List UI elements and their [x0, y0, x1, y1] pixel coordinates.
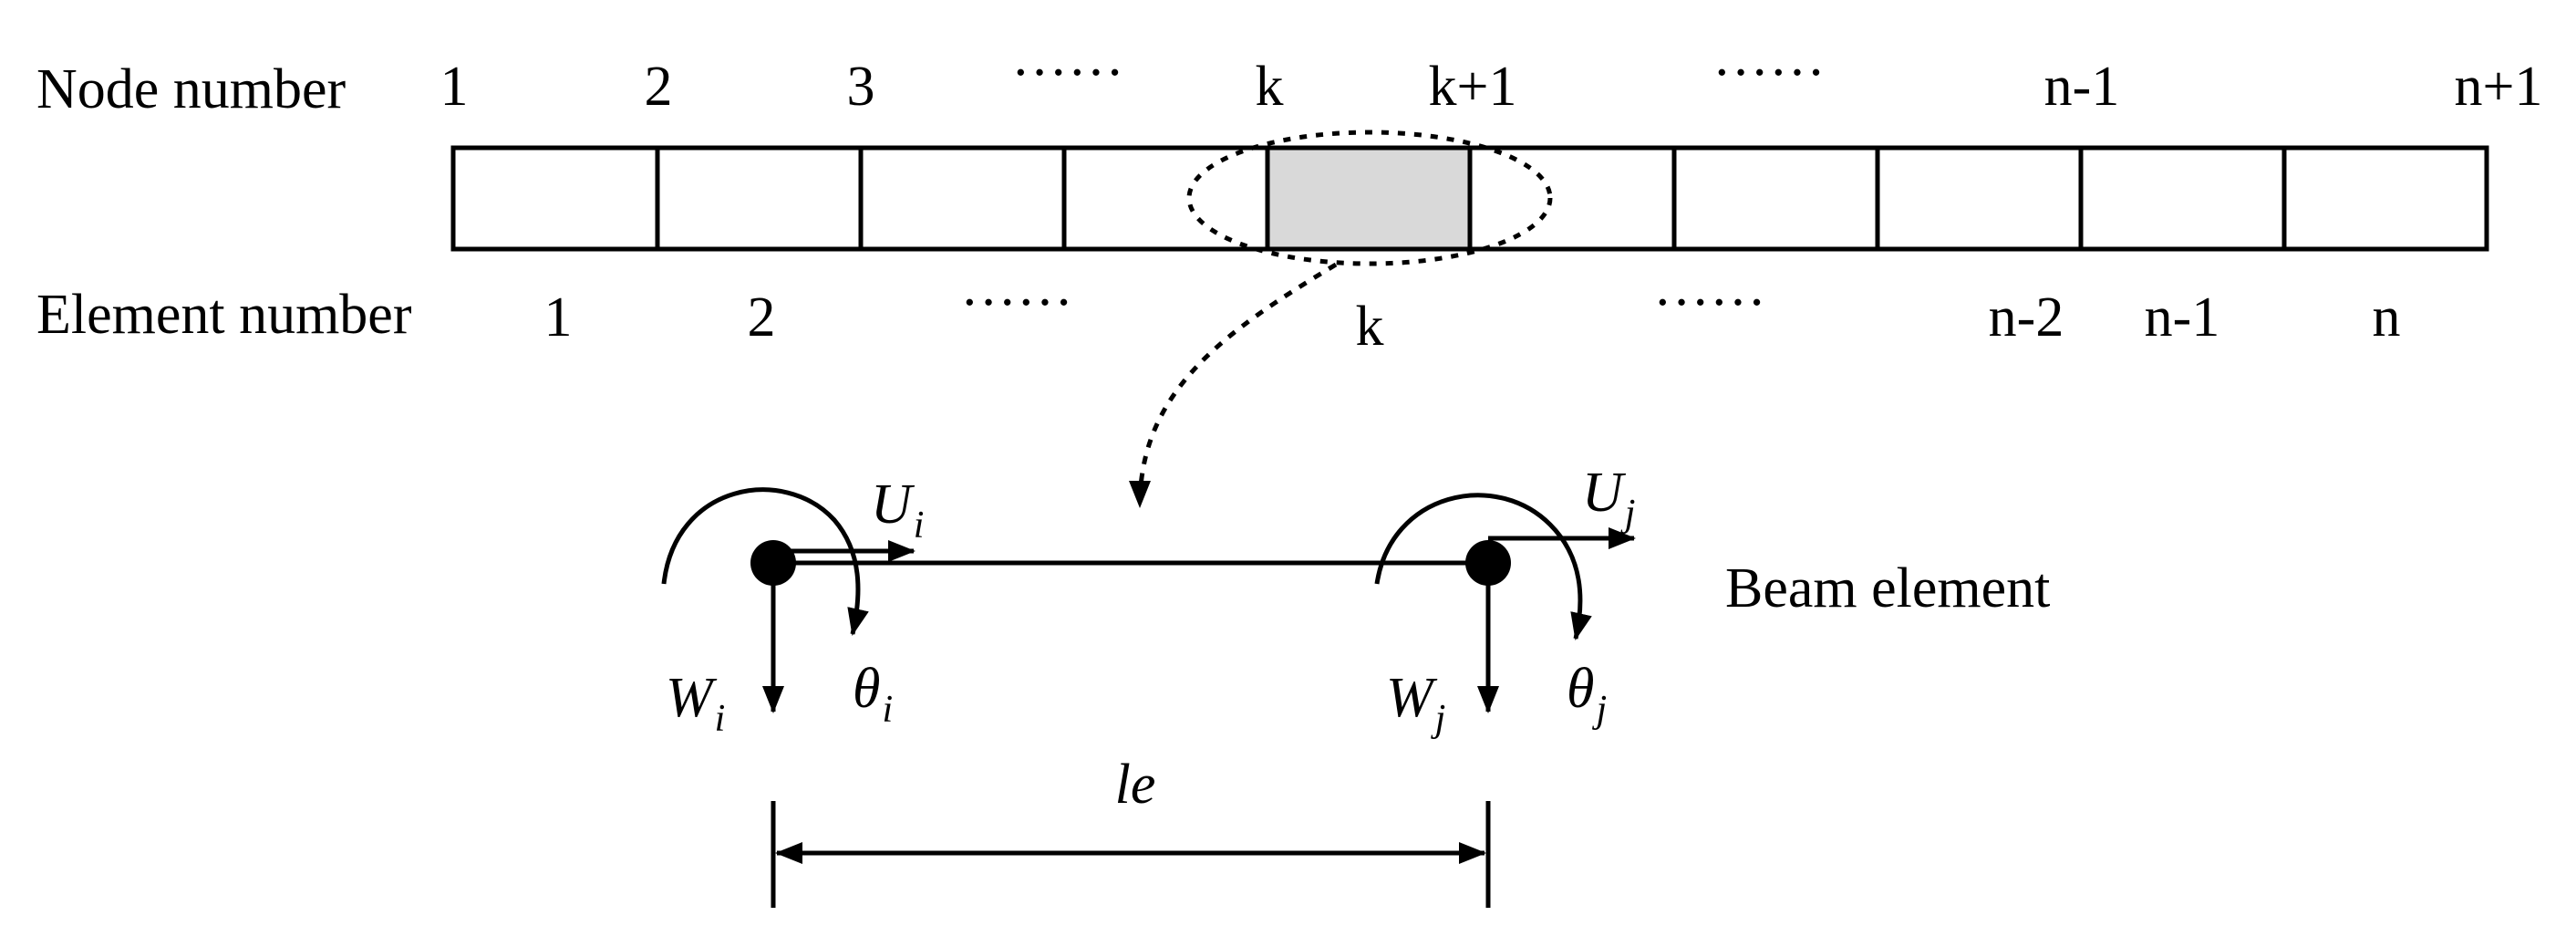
node-label-ellipsis-1: ······	[1011, 42, 1124, 104]
zoom-pointer-arrow	[1129, 262, 1338, 508]
theta-i-arrow	[661, 487, 869, 636]
node-label-2: 2	[645, 56, 673, 118]
element-number-title: Element number	[36, 284, 412, 346]
label-w-j: Wj	[1386, 667, 1445, 740]
length-dimension	[771, 801, 1491, 908]
highlighted-element-k	[1267, 148, 1470, 249]
element-label-ellipsis-1: ······	[960, 272, 1073, 334]
node-label-n-minus-1: n-1	[2044, 56, 2120, 118]
beam-element	[661, 487, 1636, 713]
element-strip	[450, 145, 2489, 252]
element-label-k: k	[1356, 296, 1384, 358]
theta-j-arrow	[1374, 493, 1592, 640]
label-theta-i: θi	[853, 658, 893, 731]
node-label-3: 3	[847, 56, 875, 118]
label-u-j: Uj	[1582, 462, 1635, 535]
highlight-ellipse	[1186, 130, 1553, 266]
node-label-1: 1	[440, 56, 469, 118]
label-theta-j: θj	[1567, 658, 1607, 731]
element-label-n: n	[2373, 286, 2401, 349]
node-label-k-plus-1: k+1	[1429, 56, 1517, 118]
node-label-ellipsis-2: ······	[1712, 42, 1826, 104]
length-label-le: le	[1115, 754, 1156, 816]
element-label-n-minus-1: n-1	[2145, 286, 2220, 349]
element-label-ellipsis-2: ······	[1653, 272, 1766, 334]
element-label-n-minus-2: n-2	[1989, 286, 2064, 349]
node-number-title: Node number	[36, 58, 347, 120]
node-label-n-plus-1: n+1	[2455, 56, 2543, 118]
node-label-k: k	[1256, 56, 1284, 118]
label-u-i: Ui	[871, 474, 924, 546]
beam-element-title: Beam element	[1725, 557, 2050, 619]
element-label-2: 2	[748, 286, 776, 349]
element-label-1: 1	[544, 286, 573, 349]
label-w-i: Wi	[666, 667, 725, 740]
